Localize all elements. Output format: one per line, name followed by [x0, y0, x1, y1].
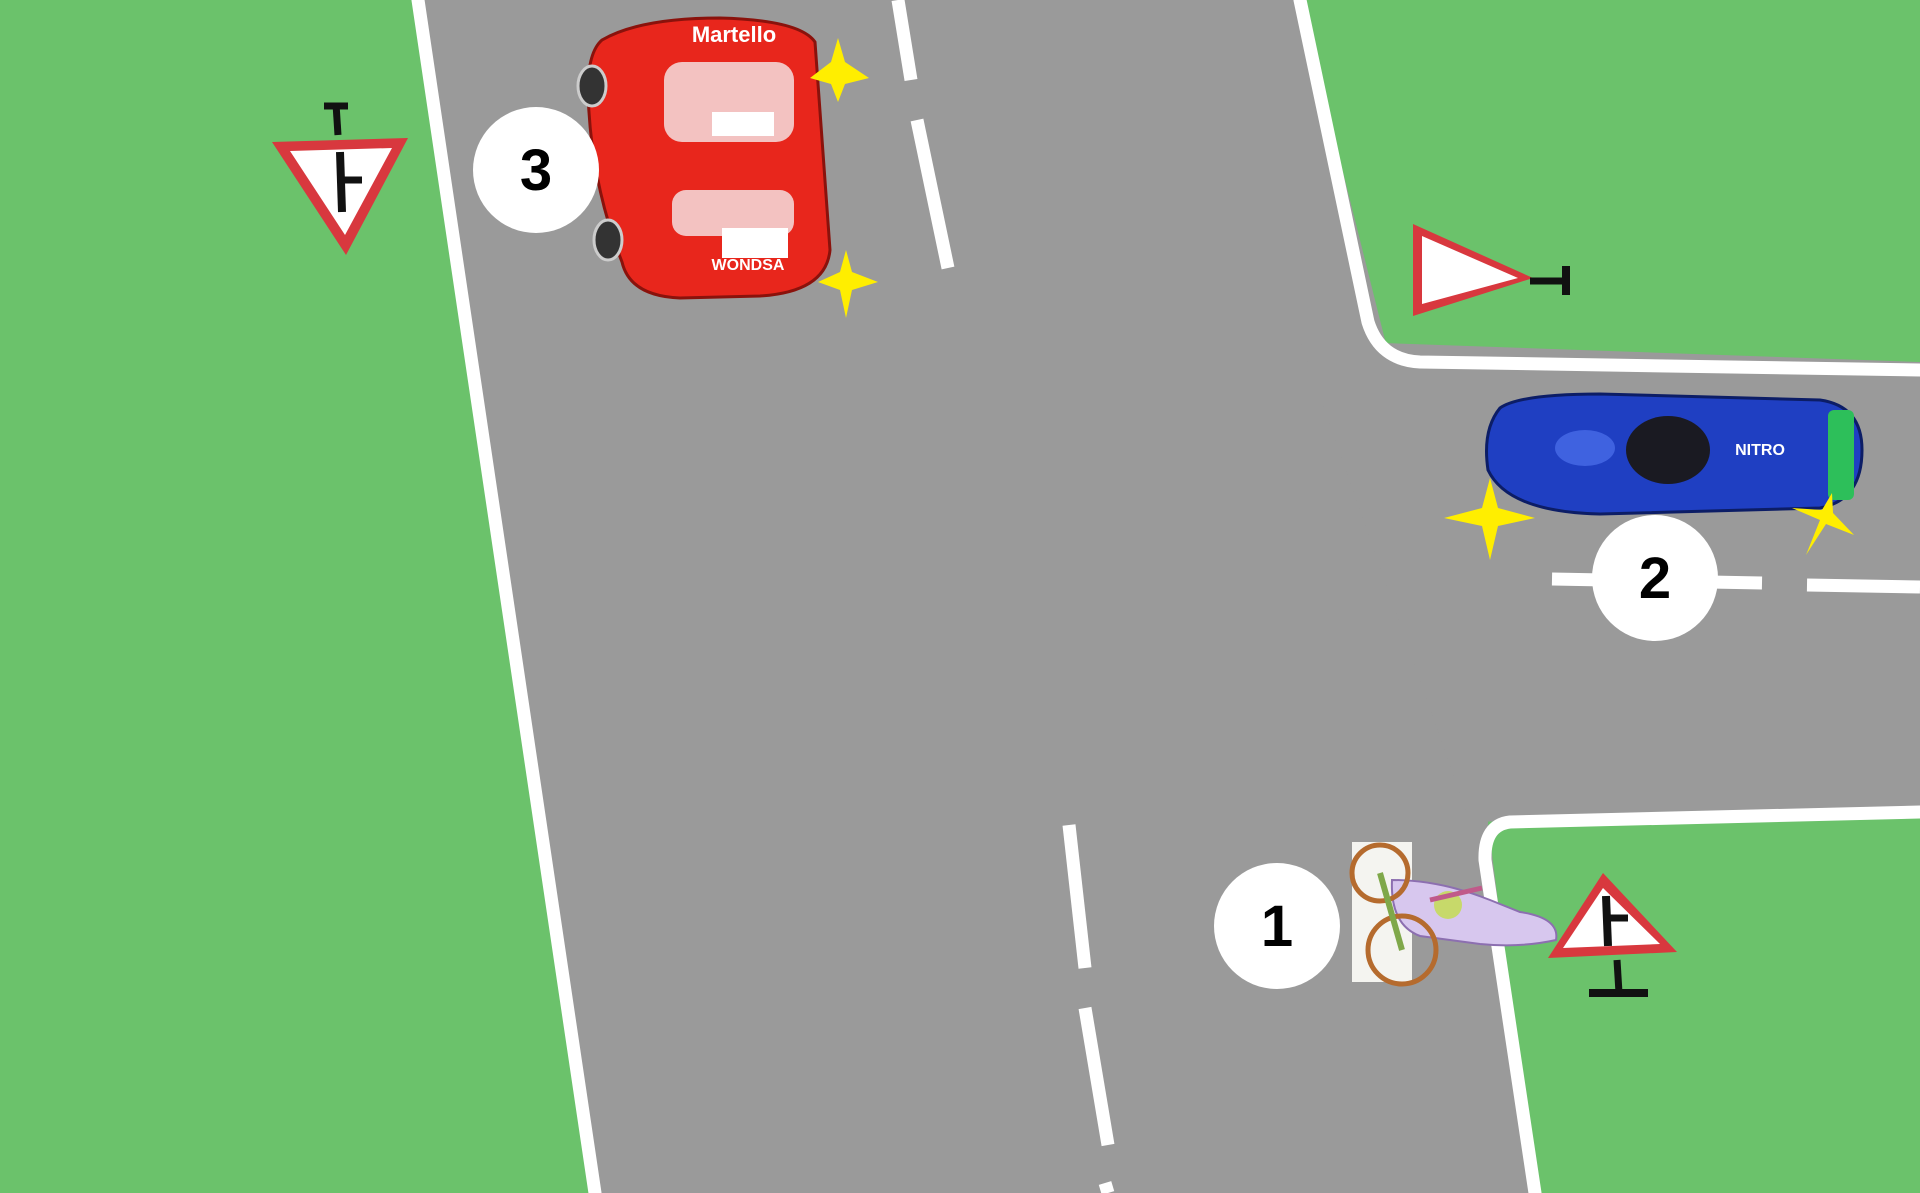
- red-car-wheel: [578, 66, 606, 106]
- red-car-body: [588, 18, 830, 298]
- junction-symbol-main: [340, 152, 342, 212]
- red-car-rear-label: WONDSA: [712, 257, 785, 274]
- badge-3: 3: [473, 107, 599, 233]
- red-car-roof-label: Martello: [692, 22, 776, 47]
- red-car-wheel: [594, 220, 622, 260]
- blue-car-hood-stripe: [1555, 430, 1615, 466]
- badge-label: 2: [1639, 546, 1671, 611]
- badge-1: 1: [1214, 863, 1340, 989]
- blue-car: NITRO: [1487, 394, 1863, 514]
- sign-post-stub: [1617, 960, 1619, 993]
- blue-car-cockpit: [1626, 416, 1710, 484]
- red-car-roof-stripe: [712, 112, 774, 136]
- blue-car-side-label: NITRO: [1735, 442, 1785, 459]
- blue-car-rear-wing: [1828, 410, 1854, 500]
- red-car-spoiler: [722, 228, 788, 258]
- badge-2: 2: [1592, 515, 1718, 641]
- junction-symbol-main: [1606, 896, 1608, 946]
- badge-label: 3: [520, 138, 552, 203]
- dash: [1807, 585, 1920, 587]
- red-car: Martello WONDSA: [578, 18, 830, 298]
- dash: [1105, 1183, 1108, 1193]
- badge-label: 1: [1261, 894, 1293, 959]
